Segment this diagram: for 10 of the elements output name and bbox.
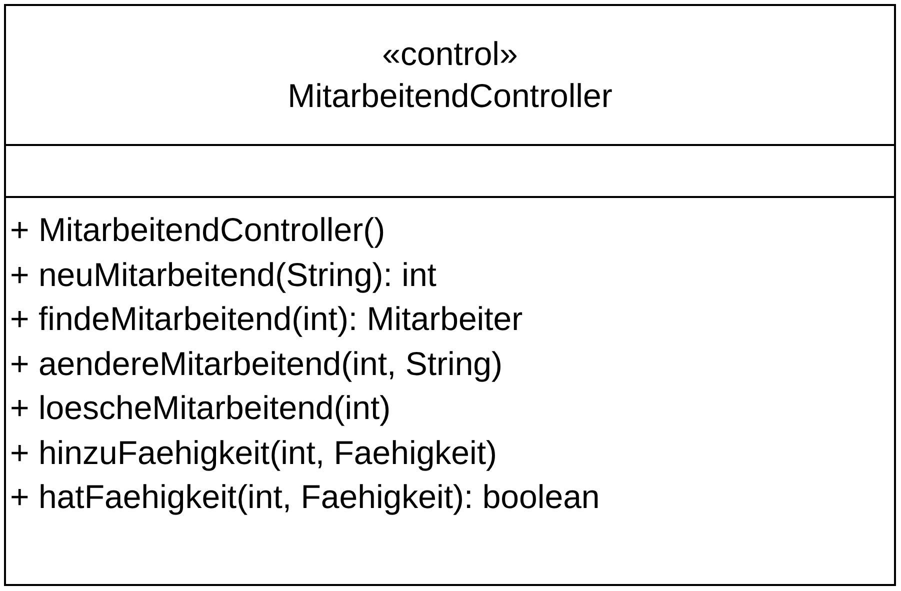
class-box bbox=[4, 4, 896, 586]
method-signature: + aendereMitarbeitend(int, String) bbox=[10, 344, 504, 384]
method-signature: + hatFaehigkeit(int, Faehigkeit): boolean bbox=[10, 477, 601, 517]
method-signature: + findeMitarbeitend(int): Mitarbeiter bbox=[10, 299, 524, 339]
method-signature: + neuMitarbeitend(String): int bbox=[10, 254, 438, 295]
method-signature: + hinzuFaehigkeit(int, Faehigkeit) bbox=[10, 432, 498, 473]
method-signature: + MitarbeitendController() bbox=[10, 210, 386, 250]
stereotype-label: «control» bbox=[382, 34, 518, 74]
class-name: MitarbeitendController bbox=[288, 76, 612, 116]
method-signature: + loescheMitarbeitend(int) bbox=[10, 388, 392, 428]
